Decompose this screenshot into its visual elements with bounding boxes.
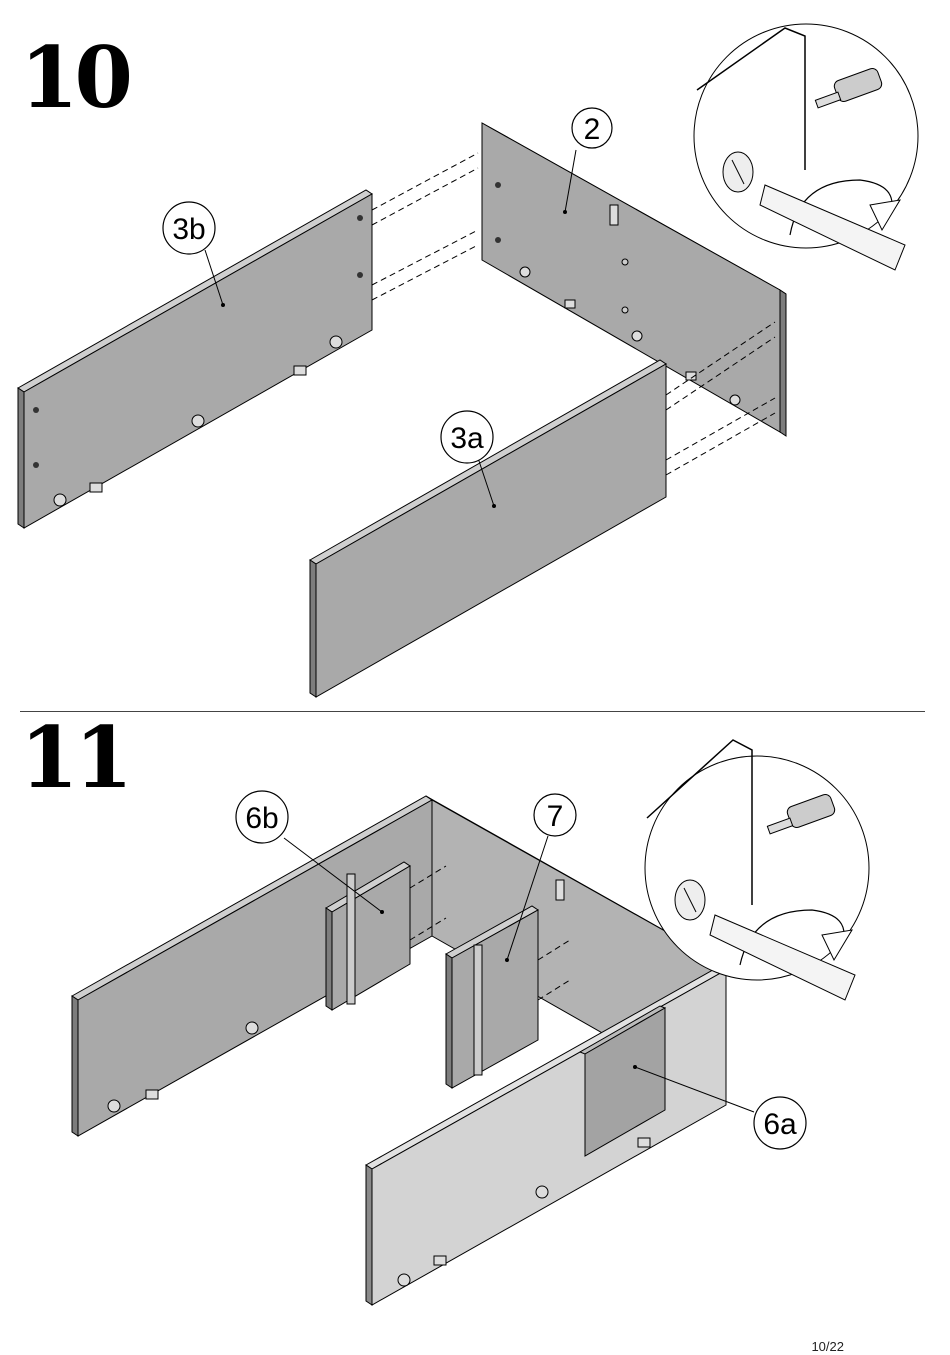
detail-inset-10	[694, 24, 918, 270]
step-11-illustration: 6b 7 6a	[72, 740, 869, 1305]
step-10-illustration: 2 3b 3a	[18, 24, 918, 697]
panel-bottom-11	[366, 966, 726, 1305]
label-6b: 6b	[245, 802, 278, 835]
cam-lock-icon	[723, 152, 753, 192]
label-7: 7	[547, 800, 564, 833]
label-6a: 6a	[763, 1108, 797, 1141]
label-3a: 3a	[450, 422, 484, 455]
label-3b: 3b	[172, 213, 205, 246]
label-2: 2	[584, 113, 601, 146]
cam-lock-icon	[675, 880, 705, 920]
panel-3a	[310, 360, 666, 697]
